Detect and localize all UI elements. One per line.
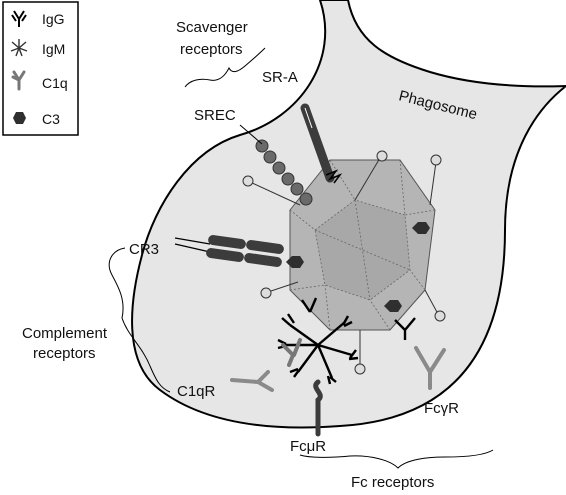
c3-molecules bbox=[286, 222, 430, 312]
srec-label: SREC bbox=[194, 107, 236, 124]
sra-label: SR-A bbox=[262, 69, 298, 86]
particle-spikes bbox=[242, 150, 446, 375]
scavenger-label-line1: Scavenger bbox=[176, 19, 248, 36]
fcmur-receptor bbox=[313, 379, 323, 437]
complement-bracket bbox=[108, 247, 171, 393]
c1qr-label: C1qR bbox=[177, 383, 216, 400]
scavenger-label-line2: receptors bbox=[180, 41, 243, 58]
scavenger-bracket bbox=[184, 47, 266, 88]
fc-bracket bbox=[299, 449, 494, 469]
legend-label-igm: IgM bbox=[42, 41, 65, 57]
sr-a-receptor bbox=[300, 103, 343, 184]
cr3-label: CR3 bbox=[129, 241, 159, 258]
srec-receptor bbox=[255, 139, 313, 206]
igg-molecules bbox=[301, 297, 416, 340]
fcgr-receptor bbox=[414, 346, 446, 390]
legend-label-igg: IgG bbox=[42, 11, 65, 27]
igm-icon bbox=[10, 39, 28, 57]
c3-icon bbox=[13, 112, 26, 124]
cr3-receptor bbox=[174, 235, 284, 267]
fcmur-label: FcμR bbox=[290, 438, 326, 455]
igm-cluster bbox=[277, 313, 359, 385]
legend: IgG IgM C1q C3 bbox=[2, 1, 79, 136]
igg-icon bbox=[11, 10, 27, 27]
complement-label-line2: receptors bbox=[33, 345, 96, 362]
legend-label-c3: C3 bbox=[42, 111, 60, 127]
srec-leader bbox=[239, 124, 263, 145]
fc-receptors-label: Fc receptors bbox=[351, 474, 434, 491]
c1qr-receptor bbox=[230, 370, 274, 392]
legend-label-c1q: C1q bbox=[42, 75, 68, 91]
particle bbox=[289, 159, 436, 331]
complement-label-line1: Complement bbox=[22, 325, 108, 342]
c1q-icon bbox=[11, 70, 26, 91]
fcgr-label: FcγR bbox=[424, 400, 459, 417]
c1q-molecule bbox=[281, 338, 302, 367]
